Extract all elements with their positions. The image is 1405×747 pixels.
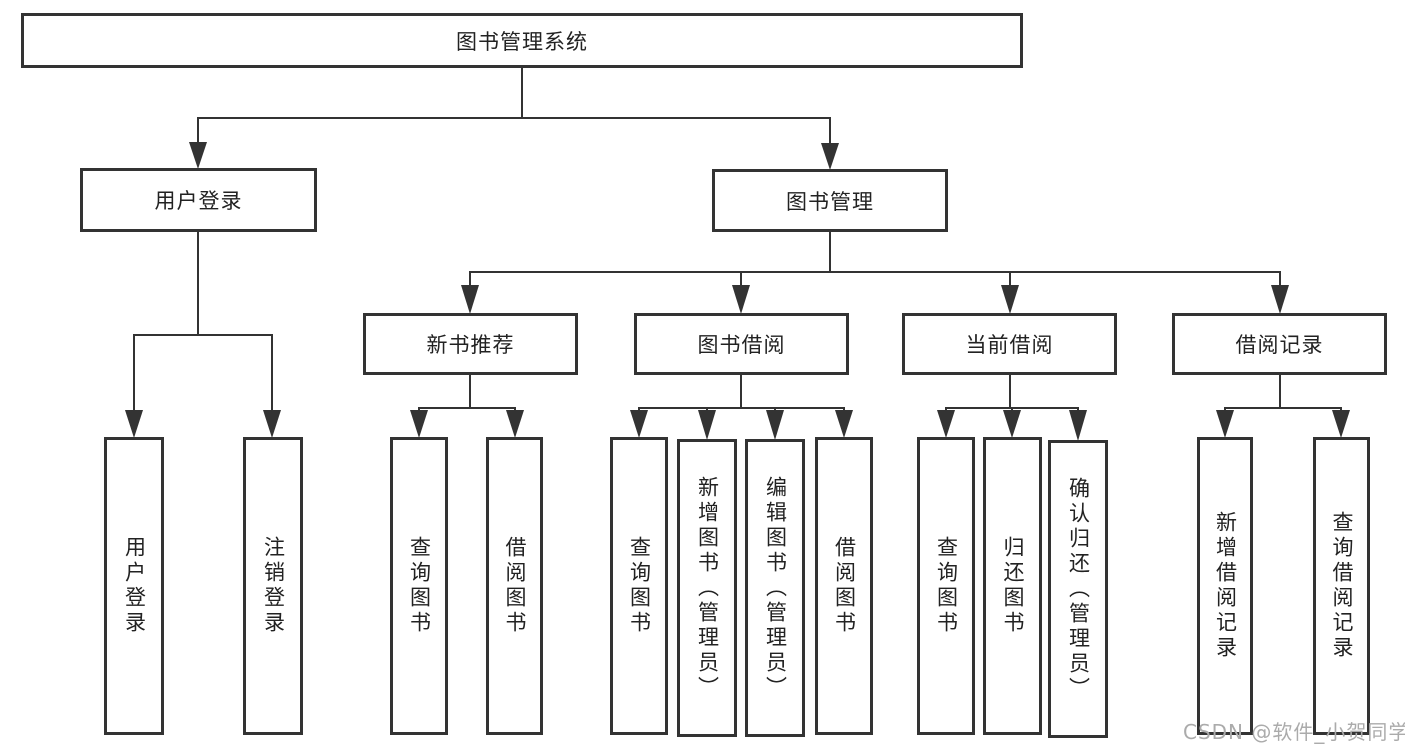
node-label: 新书推荐 bbox=[426, 333, 515, 357]
node-label: 当前借阅 bbox=[965, 333, 1054, 357]
leaf-label: 查询借阅记录 bbox=[1330, 511, 1354, 661]
leaf-label: 新增图书（管理员） bbox=[695, 475, 720, 701]
leaf-label: 确认归还（管理员） bbox=[1066, 476, 1091, 702]
node-current-borrowing: 当前借阅 bbox=[902, 313, 1117, 375]
node-label: 借阅记录 bbox=[1235, 333, 1324, 357]
leaf-label: 归还图书 bbox=[1001, 536, 1025, 636]
leaf-edit-books-admin: 编辑图书（管理员） bbox=[745, 439, 805, 737]
leaf-query-books-recommend: 查询图书 bbox=[390, 437, 448, 735]
node-label: 图书借阅 bbox=[697, 333, 786, 357]
leaf-borrow-books-recommend: 借阅图书 bbox=[486, 437, 543, 735]
leaf-query-books-borrow: 查询图书 bbox=[610, 437, 668, 735]
node-new-book-recommendation: 新书推荐 bbox=[363, 313, 578, 375]
leaf-query-borrow-record: 查询借阅记录 bbox=[1313, 437, 1370, 735]
leaf-user-login: 用户登录 bbox=[104, 437, 164, 735]
leaf-label: 新增借阅记录 bbox=[1213, 511, 1238, 661]
leaf-label: 查询图书 bbox=[407, 536, 432, 636]
leaf-return-books: 归还图书 bbox=[983, 437, 1042, 735]
csdn-watermark: CSDN @软件_小贺同学 bbox=[1183, 720, 1405, 744]
leaf-label: 查询图书 bbox=[934, 536, 959, 636]
node-book-borrowing: 图书借阅 bbox=[634, 313, 849, 375]
node-borrowing-records: 借阅记录 bbox=[1172, 313, 1387, 375]
leaf-label: 查询图书 bbox=[627, 536, 652, 636]
node-book-management-module: 图书管理 bbox=[712, 169, 948, 232]
leaf-label: 编辑图书（管理员） bbox=[763, 475, 788, 701]
node-root-system: 图书管理系统 bbox=[21, 13, 1023, 68]
node-user-login-module: 用户登录 bbox=[80, 168, 317, 232]
leaf-add-books-admin: 新增图书（管理员） bbox=[677, 439, 737, 737]
leaf-label: 用户登录 bbox=[122, 536, 147, 636]
leaf-borrow-books: 借阅图书 bbox=[815, 437, 873, 735]
leaf-add-borrow-record: 新增借阅记录 bbox=[1197, 437, 1253, 735]
leaf-query-books-current: 查询图书 bbox=[917, 437, 975, 735]
node-label: 用户登录 bbox=[154, 189, 243, 213]
leaf-label: 借阅图书 bbox=[503, 536, 527, 636]
leaf-confirm-return-admin: 确认归还（管理员） bbox=[1048, 440, 1108, 738]
node-root-label: 图书管理系统 bbox=[456, 29, 588, 54]
node-label: 图书管理 bbox=[786, 189, 874, 214]
leaf-logout: 注销登录 bbox=[243, 437, 303, 735]
leaf-label: 注销登录 bbox=[261, 536, 286, 636]
leaf-label: 借阅图书 bbox=[832, 536, 857, 636]
